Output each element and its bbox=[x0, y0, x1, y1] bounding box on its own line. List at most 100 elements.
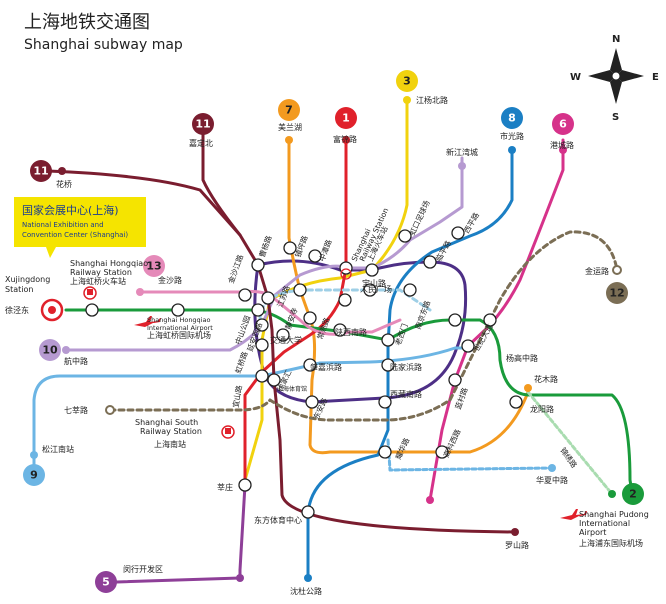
label-hongkouzuqiuchang: 虹口足球场 bbox=[407, 198, 432, 237]
hub-south-en2: Railway Station bbox=[140, 427, 202, 436]
label-huaxiazhonglu: 华夏中路 bbox=[536, 475, 568, 485]
hub-hongqiao-rail-en1: Shanghai Hongqiao bbox=[70, 259, 148, 268]
map-title-en: Shanghai subway map bbox=[24, 37, 183, 53]
label-minhangkaifaqu: 闵行开发区 bbox=[123, 564, 163, 574]
label-lujiabanglu: 陆家浜路 bbox=[390, 362, 422, 372]
label-yishanlu: 宜山路 bbox=[230, 384, 244, 408]
label-huamulu: 花木路 bbox=[534, 374, 558, 384]
label-gaokexilu: 高科西路 bbox=[441, 427, 463, 459]
label-luoshanlu: 罗山路 bbox=[505, 540, 529, 550]
hub-pudong-cn: 上海浦东国际机场 bbox=[579, 538, 643, 548]
station-labels: 嘉定北 美兰湖 富锦路 江杨北路 市光路 港城路 花桥 新江湾城 金运路 金沙路… bbox=[42, 95, 609, 596]
label-dongfangtiyuzhongxin: 东方体育中心 bbox=[254, 515, 302, 525]
badge-line-1[interactable]: 1 bbox=[335, 107, 357, 129]
callout-national-exhibition[interactable]: 国家会展中心(上海) National Exhibition and Conve… bbox=[14, 197, 146, 258]
label-huaqiao: 花桥 bbox=[56, 179, 72, 189]
label-shiguanglu: 市光路 bbox=[500, 131, 524, 141]
line-10 bbox=[62, 156, 464, 352]
badge-line-3[interactable]: 3 bbox=[396, 70, 418, 92]
label-xinzhuang: 莘庄 bbox=[217, 482, 233, 492]
line-16-dashed bbox=[526, 390, 614, 496]
compass-s: S bbox=[612, 112, 619, 123]
label-gangchenglu: 港城路 bbox=[550, 140, 574, 150]
badge-line-6[interactable]: 6 bbox=[552, 113, 574, 135]
hub-pudong-en1: Shanghai Pudong bbox=[579, 510, 649, 519]
airplane-icon-hongqiao bbox=[134, 316, 161, 327]
hub-pudong-en3: Airport bbox=[579, 528, 606, 537]
svg-text:11: 11 bbox=[195, 118, 210, 131]
label-hongqiaolu: 虹桥路 bbox=[232, 350, 249, 375]
badge-line-12[interactable]: 12 bbox=[606, 282, 628, 304]
svg-text:12: 12 bbox=[609, 287, 624, 300]
line-extension-dashed bbox=[386, 438, 554, 472]
label-qibaolu: 七莘路 bbox=[64, 405, 88, 415]
line-11 bbox=[201, 130, 517, 534]
airplane-icon-pudong bbox=[560, 509, 587, 520]
svg-text:2: 2 bbox=[629, 488, 637, 501]
label-jiadingbei: 嘉定北 bbox=[189, 138, 213, 148]
badge-line-7[interactable]: 7 bbox=[278, 99, 300, 121]
badge-line-8[interactable]: 8 bbox=[501, 107, 523, 129]
line-2 bbox=[64, 308, 634, 494]
train-icon-south bbox=[221, 425, 235, 439]
label-fujinlu: 富锦路 bbox=[333, 134, 357, 144]
label-zhaojiabanglu: 肇嘉浜路 bbox=[310, 362, 342, 372]
hub-xujingdong-en2: Station bbox=[5, 285, 33, 294]
badge-line-11-west[interactable]: 11 bbox=[30, 160, 52, 182]
hub-xujingdong-cn: 徐泾东 bbox=[5, 305, 29, 315]
line-11-branch bbox=[46, 169, 242, 237]
hub-south-en1: Shanghai South bbox=[135, 418, 198, 427]
label-hangzhonglu: 航中路 bbox=[64, 356, 88, 366]
label-zhongtanlu: 中潭路 bbox=[316, 238, 333, 263]
label-caoyanglu: 曹杨路 bbox=[256, 234, 273, 259]
hub-hongqiao-rail-en2: Railway Station bbox=[70, 268, 132, 277]
line-9 bbox=[32, 346, 472, 472]
badge-line-11-north[interactable]: 11 bbox=[192, 113, 214, 135]
compass-w: W bbox=[570, 72, 581, 83]
badge-line-9[interactable]: 9 bbox=[23, 464, 45, 486]
label-baoshanlu: 宝山路 bbox=[362, 278, 386, 288]
badge-line-2[interactable]: 2 bbox=[622, 483, 644, 505]
train-icon bbox=[83, 286, 97, 300]
label-yaohualu: 耀华路 bbox=[393, 436, 412, 461]
badge-line-5[interactable]: 5 bbox=[95, 571, 117, 593]
label-shendugonglu: 沈杜公路 bbox=[290, 586, 322, 596]
label-longyanglu: 龙阳路 bbox=[530, 404, 554, 414]
hub-south-cn: 上海南站 bbox=[154, 439, 186, 449]
label-xizangnanlu: 西藏南路 bbox=[390, 389, 422, 399]
svg-text:8: 8 bbox=[508, 112, 516, 125]
svg-text:1: 1 bbox=[342, 112, 350, 125]
map-title-cn: 上海地铁交通图 bbox=[24, 12, 150, 33]
terminal-dots bbox=[30, 96, 622, 582]
svg-text:5: 5 bbox=[102, 576, 110, 589]
train-icon-shanghai bbox=[340, 268, 352, 280]
svg-text:3: 3 bbox=[403, 75, 411, 88]
hub-labels: Xujingdong Station 徐泾东 Shanghai Hongqiao… bbox=[5, 259, 649, 548]
hub-hongqiao-air-en1: Shanghai Hongqiao bbox=[147, 316, 210, 324]
svg-text:9: 9 bbox=[30, 469, 38, 482]
callout-en2: Convention Center (Shanghai) bbox=[22, 231, 128, 239]
label-xinjiangwancheng: 新江湾城 bbox=[446, 147, 478, 157]
label-jiangyangbeilu: 江杨北路 bbox=[416, 95, 448, 105]
label-jinshajianglu: 金沙江路 bbox=[225, 253, 245, 285]
line-8 bbox=[306, 148, 514, 580]
label-jinyunlu: 金运路 bbox=[585, 266, 609, 276]
label-nanjingdonglu: 南京东路 bbox=[412, 299, 432, 331]
label-jiaotongdaxue: 交通大学 bbox=[270, 335, 302, 345]
label-yangshupu: 杨高中路 bbox=[506, 353, 538, 363]
label-renminguangchang: 人民广场 bbox=[360, 284, 392, 294]
badge-line-13[interactable]: 13 bbox=[143, 255, 165, 277]
line-5 bbox=[115, 483, 247, 584]
compass-e: E bbox=[652, 72, 659, 83]
label-shijidadao: 世纪大道 bbox=[471, 322, 495, 353]
badge-line-10[interactable]: 10 bbox=[39, 339, 61, 361]
label-songjiangnanzhan: 松江南站 bbox=[42, 444, 74, 454]
label-jinshalu: 金沙路 bbox=[158, 275, 182, 285]
compass-icon: N S W E bbox=[570, 34, 659, 123]
callout-cn: 国家会展中心(上海) bbox=[22, 203, 119, 217]
hub-hongqiao-air-en2: International Airport bbox=[147, 324, 213, 332]
line-12 bbox=[108, 230, 619, 422]
svg-text:10: 10 bbox=[42, 344, 58, 357]
svg-text:13: 13 bbox=[146, 260, 161, 273]
